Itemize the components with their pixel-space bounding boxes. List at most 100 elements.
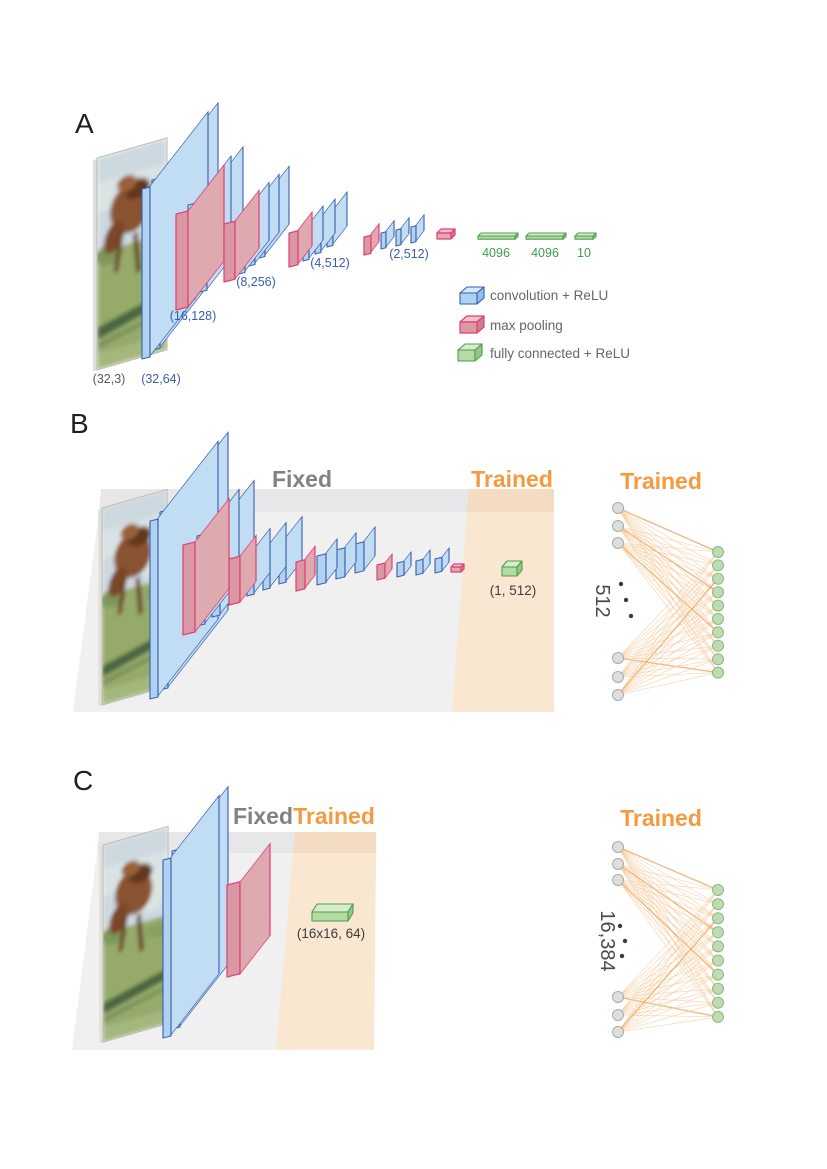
fixed-label: Fixed: [233, 803, 293, 829]
trained-region-floor: [276, 853, 376, 1050]
network-edge: [617, 917, 719, 1016]
pool-conv-stack: [223, 165, 290, 283]
layer-face: [363, 526, 376, 571]
pool-edge: [175, 210, 189, 311]
layer-face: [344, 532, 357, 577]
cube-front: [311, 911, 349, 922]
network-edge: [617, 578, 719, 696]
input-count-label: 512: [591, 584, 613, 617]
ellipsis-dot: [623, 597, 629, 603]
network-edge: [617, 542, 719, 566]
network-edge: [617, 846, 719, 905]
fc-size-label: 10: [577, 246, 591, 260]
network-edge: [617, 507, 719, 606]
network-edge: [617, 507, 719, 553]
input-size-label: (32,3): [93, 372, 126, 386]
layer-size-label: (4,512): [310, 256, 350, 270]
pool-face: [384, 553, 393, 579]
network-edge: [617, 879, 719, 989]
panel-c-label: C: [73, 765, 93, 796]
network-edge: [617, 974, 719, 1033]
network-edge: [617, 889, 719, 1033]
network-edge: [617, 946, 719, 1016]
network-output-node: [712, 898, 724, 911]
network-output-node: [712, 996, 724, 1009]
conv-layer-stack: [162, 785, 229, 1039]
feature-size-label: (16x16, 64): [297, 926, 365, 941]
network-edge: [617, 996, 719, 1018]
network-output-node: [712, 586, 724, 599]
layer-face: [441, 547, 450, 572]
pool-face: [239, 534, 257, 603]
pool-output-bar: [450, 563, 465, 573]
fc-network: [612, 841, 724, 1038]
trained-label: Trained: [471, 466, 553, 492]
network-edge: [617, 525, 719, 660]
cube-front: [457, 349, 476, 362]
legend-convolution-swatch: [459, 286, 485, 305]
network-edge: [617, 879, 719, 947]
network-edge: [617, 525, 719, 646]
network-edge: [617, 960, 719, 1033]
cube-side: [516, 560, 523, 577]
layer-edge: [141, 186, 151, 360]
network-title: Trained: [620, 805, 702, 831]
bar-end: [562, 232, 567, 240]
network-edge: [617, 507, 719, 673]
layer-size-label: (8,256): [236, 275, 276, 289]
fc-size-label: 4096: [531, 246, 559, 260]
network-edge: [617, 507, 719, 646]
network-input-node: [612, 858, 624, 870]
fc-network: [612, 502, 724, 701]
network-edge: [617, 578, 719, 678]
legend-label: convolution + ReLU: [490, 288, 608, 303]
pool-face: [297, 211, 313, 265]
network-output-node: [712, 884, 724, 896]
network-edge: [617, 591, 719, 696]
network-edge: [617, 618, 719, 678]
pool-face: [234, 189, 260, 280]
pool-face: [187, 163, 225, 308]
pool-face: [370, 222, 380, 253]
network-edge: [617, 578, 719, 659]
network-output-node: [712, 666, 724, 679]
cube-top: [311, 903, 354, 913]
network-edge: [617, 525, 719, 566]
network-edge: [617, 917, 719, 1033]
network-edge: [617, 507, 719, 660]
cube-front: [459, 292, 478, 305]
layer-edge: [410, 225, 417, 244]
network-edge: [617, 996, 719, 1004]
network-input-node: [612, 841, 624, 853]
network-edge: [617, 879, 719, 1003]
network-edge: [617, 903, 719, 998]
network-edge: [617, 565, 719, 696]
input-image: [98, 488, 171, 707]
network-edge: [617, 618, 719, 659]
ellipsis-dot: [617, 923, 623, 929]
pool-conv-stack: [295, 526, 376, 592]
network-edge: [617, 863, 719, 919]
legend-fully-connected-swatch: [457, 343, 483, 362]
input-image: [99, 825, 172, 1044]
bar-end: [450, 228, 456, 240]
network-edge: [617, 932, 719, 1016]
network-input-node: [612, 991, 624, 1003]
network-edge: [617, 879, 719, 1018]
network-input-node: [612, 1009, 624, 1021]
network-edge: [617, 507, 719, 633]
network-edge: [617, 946, 719, 1033]
network-edge: [617, 879, 719, 919]
network-input-node: [612, 671, 624, 683]
bar-front: [525, 235, 564, 240]
network-output-node: [712, 599, 724, 612]
network-edge: [617, 863, 719, 1003]
pool-conv-stack: [228, 515, 303, 606]
network-edge: [617, 507, 719, 580]
pool-face: [304, 545, 316, 589]
bar-end: [514, 232, 519, 240]
input-count-label: 16,384: [596, 910, 618, 971]
network-output-node: [712, 639, 724, 652]
cube-side: [474, 343, 483, 362]
